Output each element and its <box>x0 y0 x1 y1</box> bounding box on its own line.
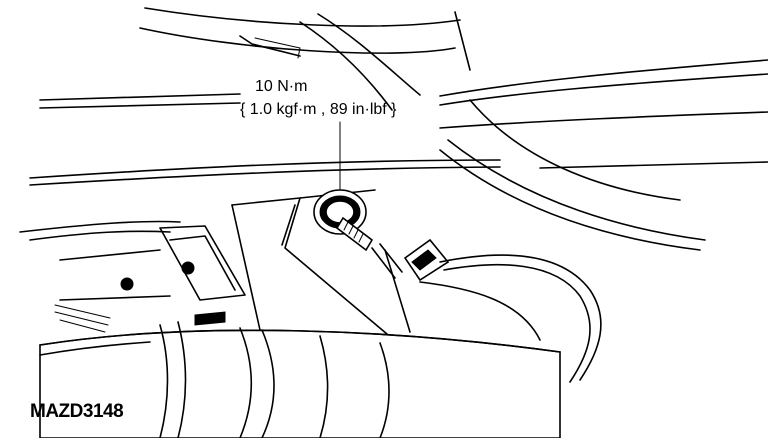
torque-value-alternate: { 1.0 kgf·m , 89 in·lbf } <box>240 101 397 118</box>
exhaust-pipe <box>39 311 561 439</box>
bolt <box>313 121 374 252</box>
torque-value-metric: 10 N·m <box>255 78 308 95</box>
left-bracket <box>54 225 246 333</box>
crossmember-frame <box>19 59 768 241</box>
figure-id-label: MAZD3148 <box>30 401 124 422</box>
wire-harness <box>371 238 602 383</box>
upper-body-panel <box>139 7 471 111</box>
brake-cable <box>439 99 706 251</box>
